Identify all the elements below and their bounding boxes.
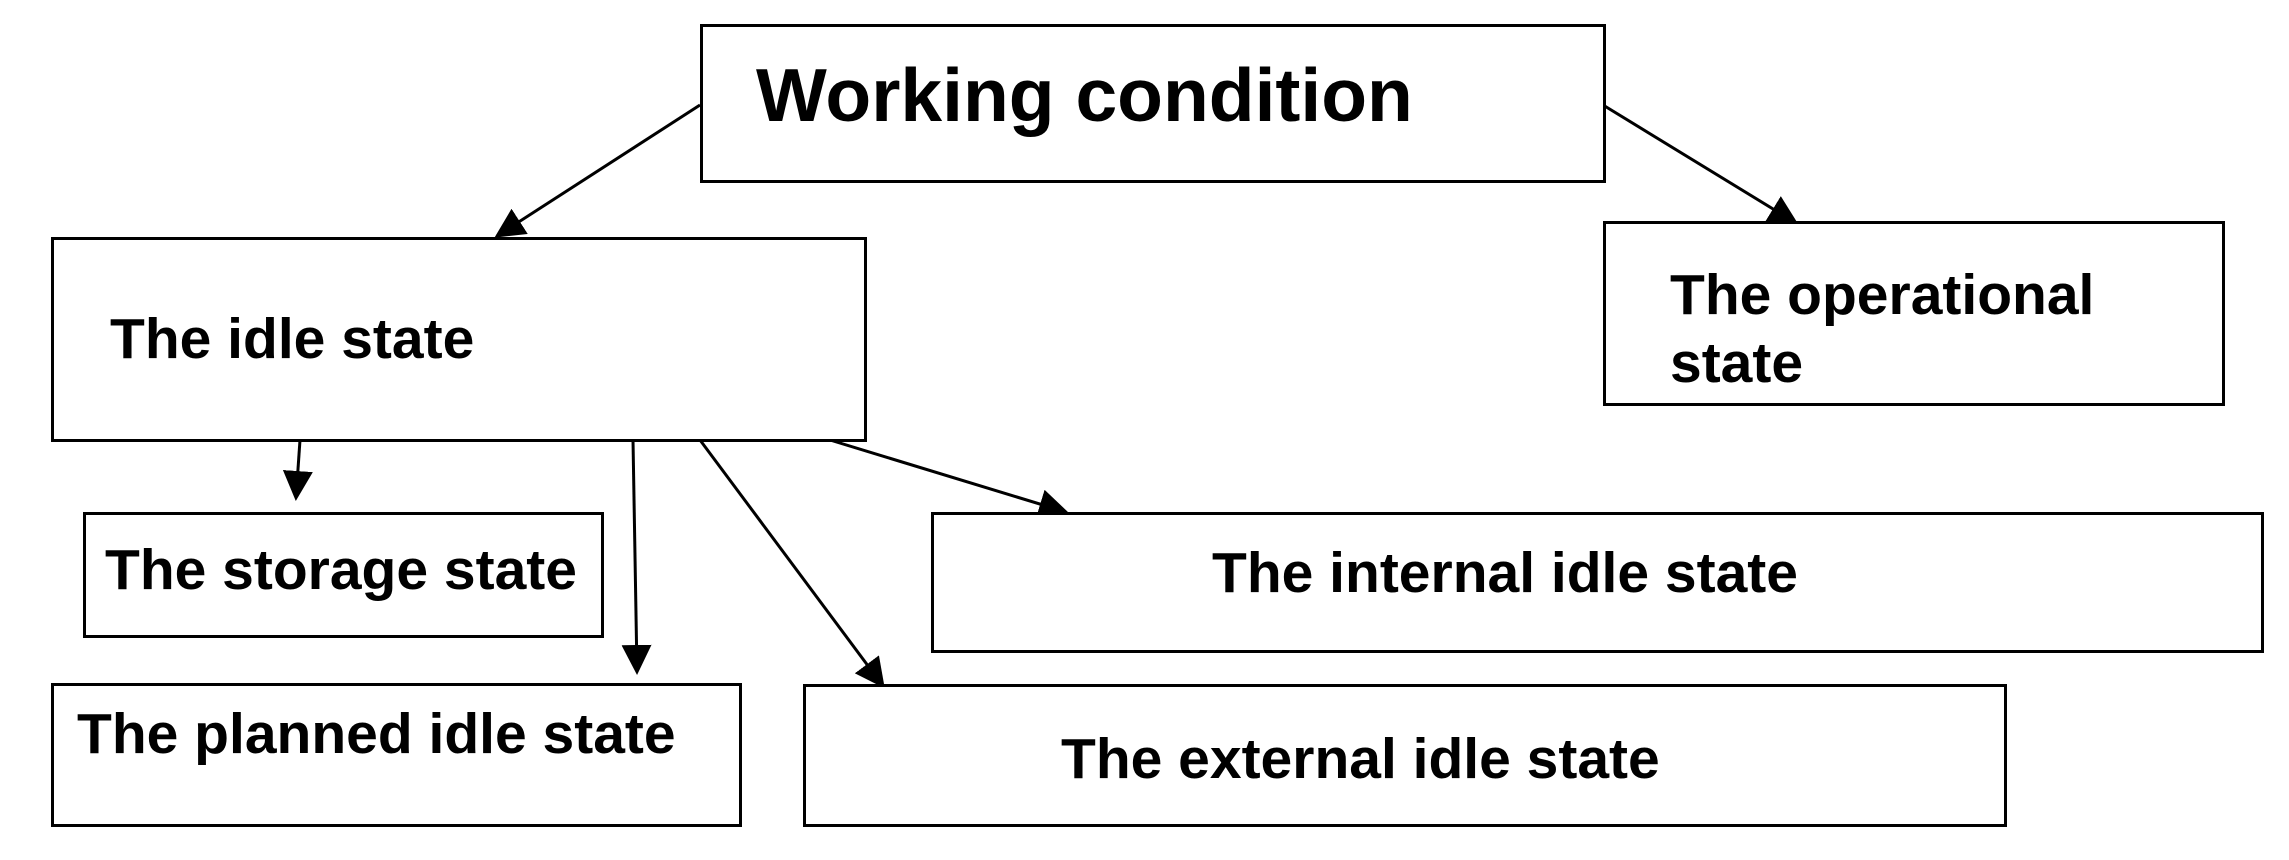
operational-state-node: The operational state	[1603, 221, 2225, 406]
root-node: Working condition	[700, 24, 1606, 183]
internal-idle-state-label: The internal idle state	[1212, 541, 1798, 605]
external-idle-state-label: The external idle state	[1061, 727, 1660, 791]
planned-idle-state-node: The planned idle state	[51, 683, 742, 827]
idle-state-label: The idle state	[110, 307, 475, 371]
root-node-label: Working condition	[756, 53, 1413, 137]
operational-state-label: The operational state	[1670, 263, 2095, 396]
planned-idle-state-label: The planned idle state	[77, 702, 676, 766]
arrow-root-to-idle	[494, 103, 701, 238]
arrow-root-to-operational	[1602, 103, 1799, 225]
arrow-idle-to-storage	[282, 439, 313, 501]
external-idle-state-node: The external idle state	[803, 684, 2007, 827]
idle-state-node: The idle state	[51, 237, 867, 442]
arrow-idle-to-internal	[829, 438, 1069, 519]
arrow-idle-to-planned	[621, 439, 652, 675]
internal-idle-state-node: The internal idle state	[931, 512, 2264, 653]
storage-state-node: The storage state	[83, 512, 604, 638]
storage-state-label: The storage state	[105, 538, 577, 602]
arrow-idle-to-external	[698, 439, 885, 689]
